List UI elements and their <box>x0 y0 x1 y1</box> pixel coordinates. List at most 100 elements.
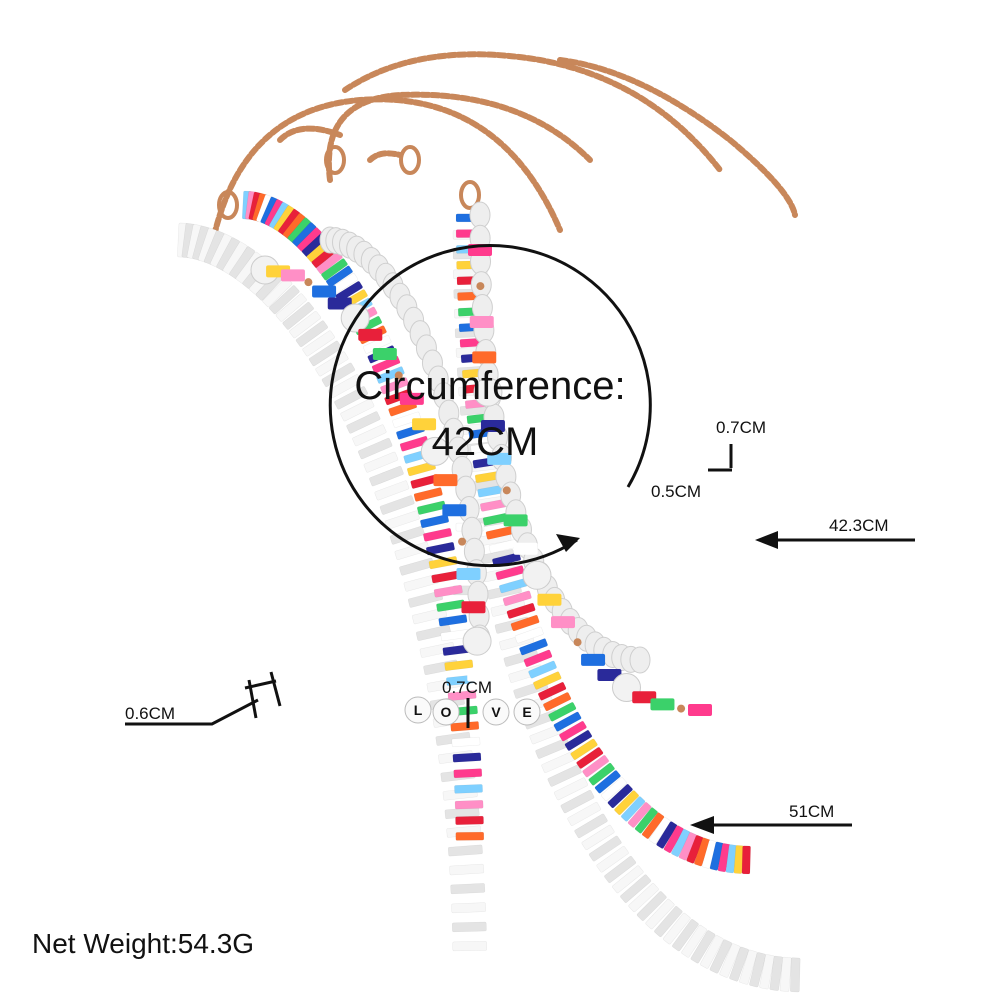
rainbow-bead <box>620 796 646 822</box>
white-bead <box>769 955 784 991</box>
leader-line-06 <box>125 698 259 726</box>
gold-spacer-bead <box>394 371 403 380</box>
letter-bead <box>404 696 432 724</box>
white-bead <box>672 919 699 952</box>
rainbow-bead <box>576 747 604 769</box>
white-bead <box>790 957 801 993</box>
white-bead <box>450 883 486 895</box>
clay-bead <box>480 420 505 433</box>
white-bead <box>295 320 328 348</box>
white-bead <box>620 874 652 903</box>
extender-chain <box>325 91 593 183</box>
rainbow-bead <box>594 770 621 794</box>
white-bead <box>269 285 300 315</box>
lobster-clasp <box>459 180 481 210</box>
white-bead <box>560 789 595 814</box>
rainbow-bead <box>376 366 405 384</box>
rainbow-bead <box>601 777 627 801</box>
rainbow-bead <box>506 602 536 619</box>
clay-bead <box>467 669 492 682</box>
measure-bracket-07-top <box>708 444 733 472</box>
circumference-value: 42CM <box>431 420 539 464</box>
label-06: 0.6CM <box>125 704 176 723</box>
letter-bead-glyph: L <box>414 702 423 718</box>
rainbow-bead <box>741 845 751 875</box>
white-bead <box>374 480 410 501</box>
clay-bead <box>487 452 512 465</box>
clay-bead <box>312 285 337 298</box>
clay-bead <box>399 392 424 405</box>
white-bead <box>663 912 691 945</box>
clay-bead <box>461 601 486 614</box>
rainbow-bead <box>416 500 446 515</box>
white-bead <box>535 737 570 759</box>
rainbow-bead <box>607 783 633 809</box>
extender-chains <box>209 51 798 248</box>
baroque-pearl <box>522 560 552 590</box>
rainbow-bead <box>454 784 483 794</box>
rainbow-bead <box>656 821 678 849</box>
white-bead <box>547 764 582 787</box>
clay-bead <box>412 418 437 431</box>
white-bead <box>719 943 741 978</box>
label-423: 42.3CM <box>829 516 889 535</box>
clay-bead <box>472 351 497 364</box>
white-bead <box>308 340 342 367</box>
white-bead <box>352 424 387 447</box>
white-bead <box>700 935 724 969</box>
white-bead <box>415 624 452 641</box>
clay-bead <box>537 593 562 606</box>
gold-spacer-bead <box>476 282 485 291</box>
rainbow-bead <box>433 584 463 598</box>
white-bead <box>581 824 615 850</box>
clay-bead <box>442 504 467 517</box>
rainbow-bead <box>455 815 484 825</box>
label-07-top: 0.7CM <box>716 418 767 437</box>
clay-bead <box>327 297 352 310</box>
rainbow-bead <box>582 755 609 778</box>
rainbow-bead <box>495 565 525 581</box>
white-bead <box>275 293 307 322</box>
gold-spacer-bead <box>502 486 511 495</box>
lobster-clasp <box>399 145 421 175</box>
white-bead <box>369 465 404 487</box>
rainbow-bead <box>450 721 480 732</box>
extender-chain <box>557 57 798 218</box>
lobster-clasp <box>217 190 239 220</box>
rainbow-bead <box>627 802 652 828</box>
rainbow-bead <box>454 800 484 810</box>
letter-bead <box>513 698 541 726</box>
net-weight: Net Weight:54.3G <box>32 928 255 959</box>
rainbow-bead <box>548 702 577 722</box>
extender-chain <box>209 96 563 248</box>
white-bead <box>451 921 487 933</box>
extender-chain <box>342 51 723 173</box>
letter-bead-glyph: O <box>441 704 452 720</box>
white-bead <box>447 844 483 857</box>
label-07-love: 0.7CM <box>442 678 493 697</box>
pearl-bead <box>469 201 491 229</box>
rainbow-bead <box>649 817 671 845</box>
rainbow-bead <box>553 711 582 732</box>
extender-chain <box>367 150 403 163</box>
rainbow-bead <box>588 762 615 786</box>
white-bead <box>389 525 425 545</box>
label-05: 0.5CM <box>651 482 702 501</box>
white-bead <box>419 642 455 658</box>
pearl-bead <box>629 646 651 674</box>
rainbow-bead <box>519 638 548 656</box>
circumference-title: Circumference: <box>354 364 626 408</box>
letter-bead <box>482 698 510 726</box>
white-bead <box>596 846 629 873</box>
rainbow-bead <box>321 258 348 281</box>
clay-bead <box>469 315 494 328</box>
letter-bead <box>432 698 460 726</box>
white-bead <box>553 777 588 801</box>
white-bead <box>384 510 420 530</box>
letter-bead-glyph: E <box>522 704 531 720</box>
extender-chain <box>277 125 343 143</box>
rainbow-bead <box>431 570 461 584</box>
rainbow-bead <box>420 514 450 529</box>
label-51: 51CM <box>789 802 835 821</box>
clay-bead <box>650 698 675 711</box>
